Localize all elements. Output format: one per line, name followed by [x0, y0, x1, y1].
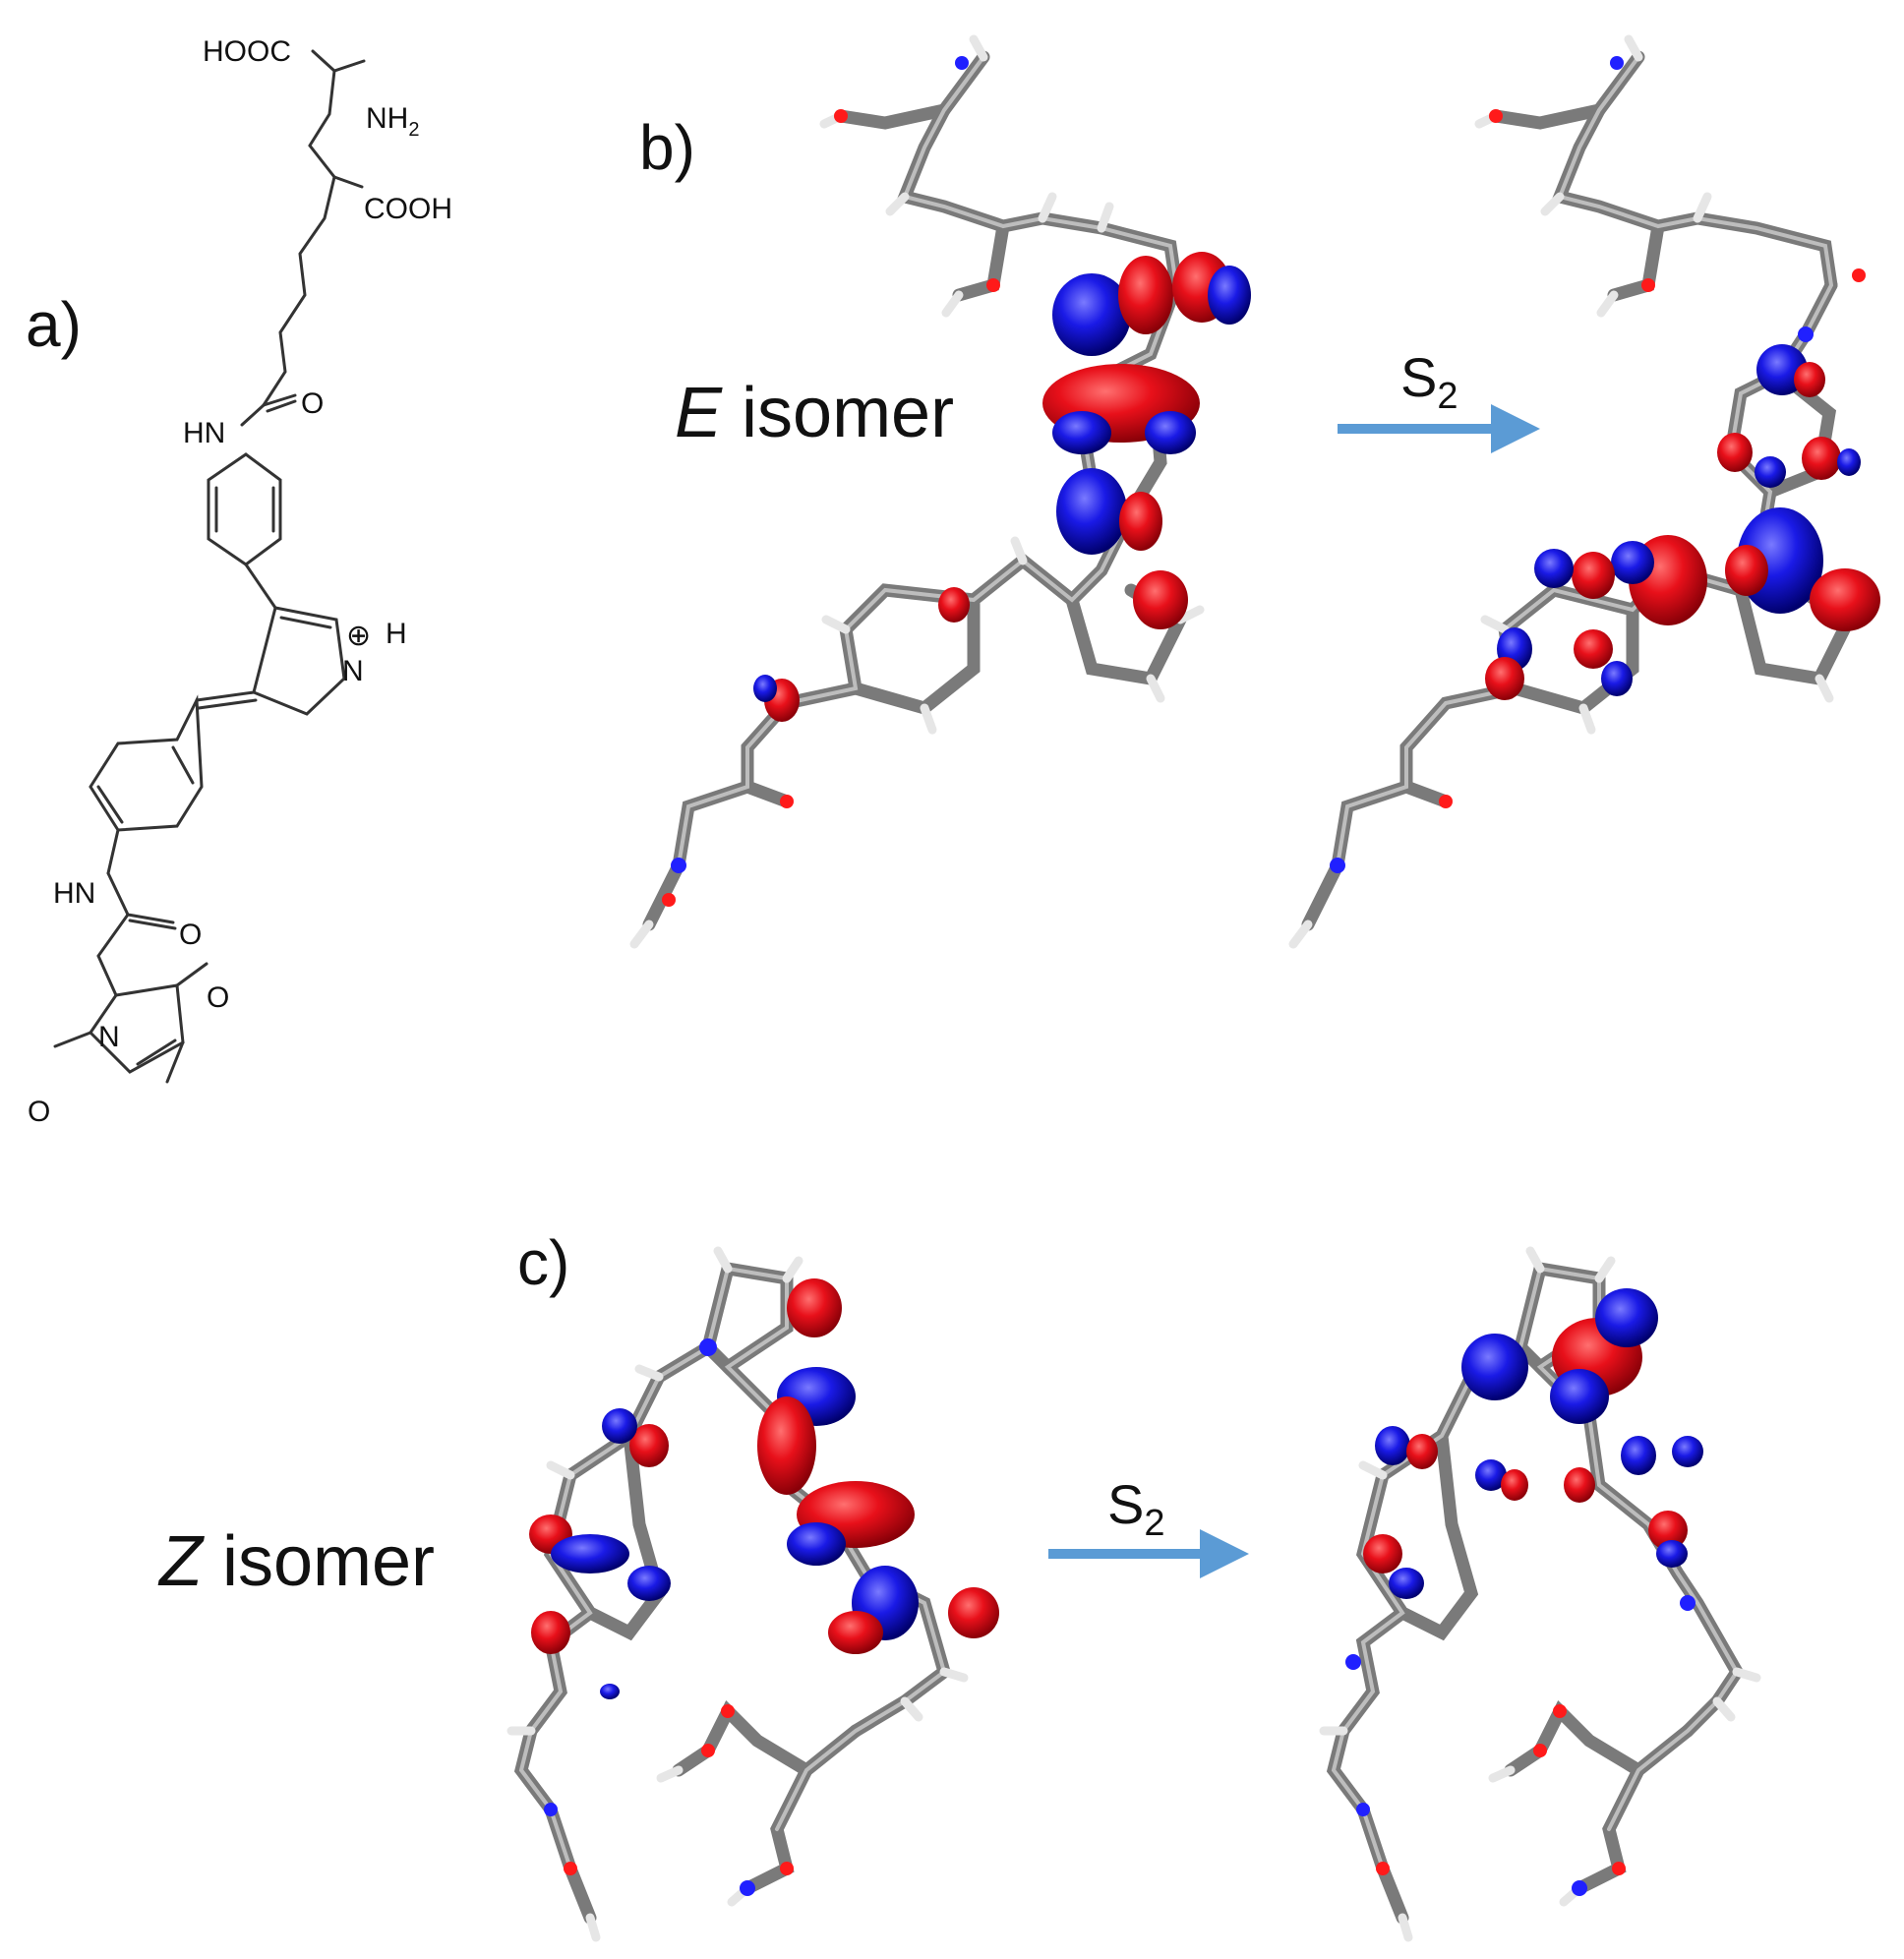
label-nh2-sub: 2 [408, 119, 419, 141]
e-isomer-orbital-lobes [753, 252, 1251, 722]
panel-b-label: b) [639, 112, 695, 183]
z-isomer-letter: Z [159, 1522, 203, 1601]
e-isomer-word: isomer [722, 374, 955, 452]
e-isomer-molecule-ground [629, 34, 1251, 949]
label-plus: ⊕ [346, 620, 371, 652]
label-cooh: COOH [364, 193, 452, 225]
label-hooc: HOOC [203, 35, 291, 68]
z-isomer-s2-orbital-lobes [1363, 1288, 1703, 1599]
label-hn1: HN [183, 417, 225, 449]
z-isomer-molecule-s2 [1319, 1246, 1761, 1942]
label-o4: O [28, 1096, 50, 1128]
e-isomer-hydrogens [629, 34, 1205, 949]
z-isomer-orbital-lobes [529, 1278, 999, 1699]
label-o2: O [179, 919, 202, 951]
panel-c-label: c) [517, 1227, 570, 1298]
s2-label-c: S2 [1107, 1477, 1165, 1544]
z-isomer-label: Z isomer [159, 1526, 435, 1597]
label-nh2-main: NH [366, 102, 408, 135]
label-nplus: N [342, 655, 364, 687]
s2-sub-c: 2 [1144, 1503, 1165, 1544]
z-isomer-molecule-ground [506, 1246, 999, 1942]
e-isomer-s2-orbital-lobes [1485, 344, 1880, 700]
e-isomer-molecule-s2 [1288, 34, 1880, 949]
label-n-maleimide: N [98, 1021, 120, 1053]
label-nh2: NH2 [366, 102, 419, 141]
e-isomer-letter: E [675, 374, 723, 452]
label-o3: O [207, 981, 229, 1014]
label-o1: O [301, 387, 324, 420]
label-h: H [386, 618, 407, 650]
panel-a-label: a) [26, 289, 82, 360]
s2-main-c: S [1107, 1473, 1145, 1535]
z-isomer-word: isomer [202, 1522, 436, 1601]
s2-main-b: S [1400, 346, 1438, 408]
s2-sub-b: 2 [1437, 376, 1458, 417]
e-isomer-label: E isomer [675, 378, 954, 448]
chemical-structure: HOOC NH2 COOH O HN N ⊕ H HN O N O O [28, 35, 452, 1128]
label-hn2: HN [53, 877, 95, 910]
s2-label-b: S2 [1400, 350, 1458, 417]
